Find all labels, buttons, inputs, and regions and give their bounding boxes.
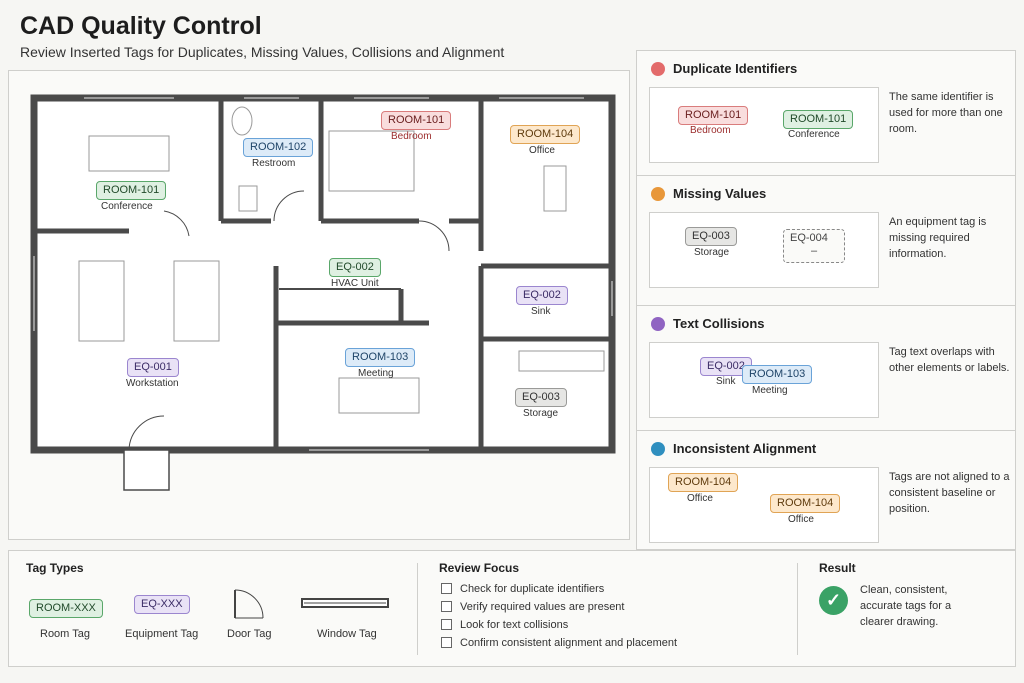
collision-label-1: Sink: [716, 376, 736, 387]
alignment-description: Tags are not aligned to a consistent bas…: [889, 471, 1010, 515]
floorplan-label-conference: Conference: [101, 201, 153, 212]
issues-panel: Duplicate Identifiers ROOM-101 Bedroom R…: [636, 50, 1016, 550]
alignment-title: Inconsistent Alignment: [673, 441, 817, 456]
page-title: CAD Quality Control: [20, 12, 262, 40]
review-item-2-label: Verify required values are present: [460, 601, 625, 613]
floorplan-tag-eq-001[interactable]: EQ-001: [127, 358, 179, 377]
alignment-dot-icon: [651, 442, 665, 456]
tag-type-window-caption: Window Tag: [317, 628, 377, 640]
collision-tag-1[interactable]: EQ-002: [700, 357, 752, 376]
checkbox[interactable]: [441, 583, 452, 594]
collision-description: Tag text overlaps with other elements or…: [889, 346, 1010, 374]
floorplan-tag-room-104[interactable]: ROOM-104: [510, 125, 581, 144]
review-item-1[interactable]: Check for duplicate identifiers: [441, 583, 604, 595]
missing-label-1: Storage: [694, 247, 730, 258]
checkbox[interactable]: [441, 637, 452, 648]
checkbox[interactable]: [441, 601, 452, 612]
missing-dot-icon: [651, 187, 665, 201]
collision-dot-icon: [651, 317, 665, 331]
floorplan-tag-room-102[interactable]: ROOM-102: [243, 138, 314, 157]
alignment-label-2: Office: [788, 514, 814, 525]
floorplan-panel: ROOM-101 Conference ROOM-102 Restroom RO…: [8, 70, 630, 540]
floorplan-drawing: [30, 94, 616, 491]
duplicate-tag-1[interactable]: ROOM-101: [678, 106, 749, 125]
missing-tag-1[interactable]: EQ-003: [685, 227, 737, 246]
tag-type-room-sample: ROOM-XXX: [29, 599, 103, 618]
tag-types-title: Tag Types: [26, 561, 84, 575]
issue-duplicate-identifiers: Duplicate Identifiers ROOM-101 Bedroom R…: [637, 51, 1015, 176]
review-item-1-label: Check for duplicate identifiers: [460, 583, 605, 595]
tag-type-room-caption: Room Tag: [40, 628, 90, 640]
duplicate-dot-icon: [651, 62, 665, 76]
tag-type-equipment-sample: EQ-XXX: [134, 595, 190, 614]
missing-tag-2-value: –: [810, 245, 818, 257]
alignment-label-1: Office: [687, 493, 713, 504]
collision-thumbnail: EQ-002 Sink ROOM-103 Meeting: [649, 342, 879, 418]
tag-type-equipment-caption: Equipment Tag: [125, 628, 199, 640]
result-check-icon: ✓: [819, 586, 848, 615]
divider: [797, 563, 798, 655]
floorplan-tag-room-101-b[interactable]: ROOM-101: [381, 111, 452, 130]
duplicate-tag-2[interactable]: ROOM-101: [783, 110, 854, 129]
page-subtitle: Review Inserted Tags for Duplicates, Mis…: [20, 44, 505, 60]
review-item-2[interactable]: Verify required values are present: [441, 601, 624, 613]
tag-type-door-caption: Door Tag: [227, 628, 272, 640]
floorplan-label-storage: Storage: [523, 408, 559, 419]
issue-text-collisions: Text Collisions EQ-002 Sink ROOM-103 Mee…: [637, 306, 1015, 431]
review-item-4-label: Confirm consistent alignment and placeme…: [460, 637, 678, 649]
floorplan-tag-eq-002-hvac[interactable]: EQ-002: [329, 258, 381, 277]
missing-description: An equipment tag is missing required inf…: [889, 216, 987, 260]
duplicate-label-2: Conference: [788, 129, 840, 140]
duplicate-title: Duplicate Identifiers: [673, 61, 798, 76]
floorplan-label-workstation: Workstation: [126, 378, 179, 389]
review-item-4[interactable]: Confirm consistent alignment and placeme…: [441, 637, 677, 649]
missing-thumbnail: EQ-003 Storage EQ-004 –: [649, 212, 879, 288]
review-item-3-label: Look for text collisions: [460, 619, 569, 631]
missing-tag-2[interactable]: EQ-004 –: [783, 229, 845, 263]
window-tag-icon: [301, 598, 389, 608]
bottom-panel: Tag Types ROOM-XXX Room Tag EQ-XXX Equip…: [8, 550, 1016, 667]
collision-title: Text Collisions: [673, 316, 765, 331]
floorplan-label-office: Office: [529, 145, 555, 156]
floorplan-label-meeting: Meeting: [358, 368, 394, 379]
issue-inconsistent-alignment: Inconsistent Alignment ROOM-104 Office R…: [637, 431, 1015, 549]
door-tag-icon: [234, 589, 264, 619]
issue-missing-values: Missing Values EQ-003 Storage EQ-004 – A…: [637, 176, 1015, 306]
checkbox[interactable]: [441, 619, 452, 630]
collision-label-2: Meeting: [752, 385, 788, 396]
alignment-tag-2[interactable]: ROOM-104: [770, 494, 841, 513]
floorplan-label-sink: Sink: [531, 306, 551, 317]
missing-tag-2-id: EQ-004: [790, 232, 828, 244]
alignment-tag-1[interactable]: ROOM-104: [668, 473, 739, 492]
review-item-3[interactable]: Look for text collisions: [441, 619, 568, 631]
divider: [417, 563, 418, 655]
duplicate-thumbnail: ROOM-101 Bedroom ROOM-101 Conference: [649, 87, 879, 163]
floorplan-tag-room-103[interactable]: ROOM-103: [345, 348, 416, 367]
duplicate-description: The same identifier is used for more tha…: [889, 91, 1003, 135]
result-title: Result: [819, 561, 856, 575]
review-focus-title: Review Focus: [439, 561, 520, 575]
floorplan-label-restroom: Restroom: [252, 158, 296, 169]
floorplan-label-bedroom: Bedroom: [391, 131, 432, 142]
floorplan-tag-room-101-a[interactable]: ROOM-101: [96, 181, 167, 200]
missing-title: Missing Values: [673, 186, 767, 201]
duplicate-label-1: Bedroom: [690, 125, 731, 136]
alignment-thumbnail: ROOM-104 Office ROOM-104 Office: [649, 467, 879, 543]
floorplan-tag-eq-003[interactable]: EQ-003: [515, 388, 567, 407]
result-text: Clean, consistent, accurate tags for a c…: [860, 584, 952, 628]
floorplan-tag-eq-002-sink[interactable]: EQ-002: [516, 286, 568, 305]
floorplan-label-hvac-unit: HVAC Unit: [331, 278, 379, 289]
collision-tag-2[interactable]: ROOM-103: [742, 365, 813, 384]
